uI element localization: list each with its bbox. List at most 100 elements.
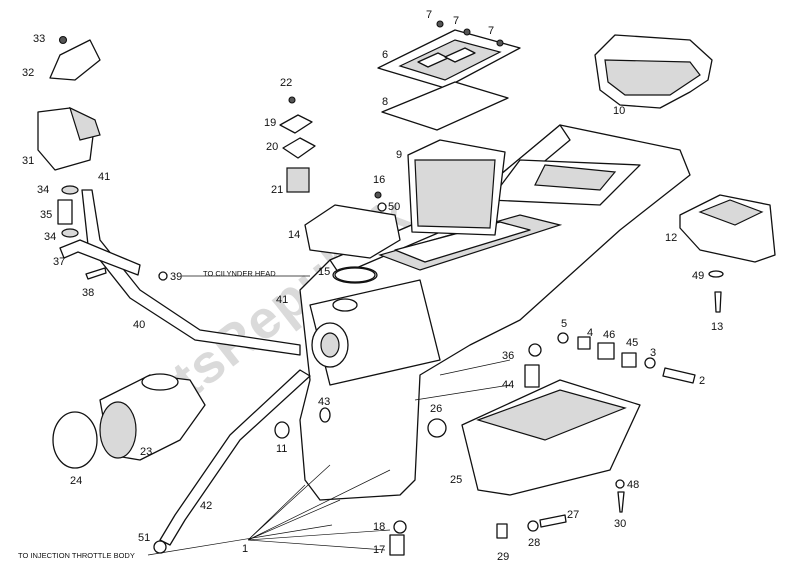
oring-11 — [274, 421, 290, 439]
label-36: 36 — [502, 350, 514, 362]
hose-42 — [159, 369, 311, 546]
label-34a: 34 — [37, 184, 49, 196]
label-7a: 7 — [426, 9, 432, 21]
note-to-injection-throttle-body: TO INJECTION THROTTLE BODY — [18, 551, 135, 560]
label-4: 4 — [587, 327, 593, 339]
clip-29 — [496, 523, 508, 539]
washer-49 — [708, 270, 724, 278]
label-44: 44 — [502, 379, 514, 391]
label-6: 6 — [382, 49, 388, 61]
label-51: 51 — [138, 532, 150, 544]
bush-4 — [577, 336, 591, 350]
label-19: 19 — [264, 117, 276, 129]
pipe-40 — [81, 189, 301, 356]
hose-clamp — [52, 411, 98, 469]
label-15: 15 — [318, 266, 330, 278]
label-18: 18 — [373, 521, 385, 533]
electronic-box — [304, 204, 401, 259]
label-17: 17 — [373, 544, 385, 556]
intake-duct — [594, 34, 713, 109]
clip-50 — [377, 202, 387, 212]
label-25: 25 — [450, 474, 462, 486]
label-14: 14 — [288, 229, 300, 241]
bolt-38 — [85, 267, 107, 280]
label-41b: 41 — [276, 294, 288, 306]
label-13: 13 — [711, 321, 723, 333]
label-48: 48 — [627, 479, 639, 491]
screw-22 — [288, 96, 296, 104]
note-to-cylinder-head: TO CILYNDER HEAD — [203, 269, 276, 278]
screw-27 — [539, 514, 567, 528]
nut-48 — [615, 479, 625, 489]
label-7b: 7 — [453, 15, 459, 27]
screw-13 — [714, 291, 722, 313]
label-42: 42 — [200, 500, 212, 512]
label-8: 8 — [382, 96, 388, 108]
label-26: 26 — [430, 403, 442, 415]
label-29: 29 — [497, 551, 509, 563]
label-11: 11 — [276, 443, 287, 455]
clamp-34a — [61, 185, 79, 195]
filter-element — [407, 139, 506, 236]
grommet-26 — [427, 418, 447, 438]
fitting-39 — [158, 271, 168, 281]
screw-7b — [463, 28, 471, 36]
screw-7c — [496, 39, 504, 47]
sensor-assembly — [37, 35, 101, 171]
ring-18 — [393, 520, 407, 534]
o-ring — [334, 267, 376, 283]
label-24: 24 — [70, 475, 82, 487]
label-1: 1 — [242, 543, 248, 555]
washer-28 — [527, 520, 539, 532]
screw-16 — [374, 191, 382, 199]
label-38: 38 — [82, 287, 94, 299]
elbow-37 — [59, 239, 141, 276]
label-30: 30 — [614, 518, 626, 530]
bracket-20 — [282, 137, 316, 159]
label-39: 39 — [170, 271, 182, 283]
washer-5 — [557, 332, 569, 344]
label-12: 12 — [665, 232, 677, 244]
label-31: 31 — [22, 155, 34, 167]
label-40: 40 — [133, 319, 145, 331]
label-21: 21 — [271, 184, 283, 196]
label-9: 9 — [396, 149, 402, 161]
label-28: 28 — [528, 537, 540, 549]
label-27: 27 — [567, 509, 579, 521]
filter-cover — [377, 29, 521, 89]
clamp-51 — [153, 540, 167, 554]
intake-sleeve — [99, 373, 206, 461]
label-33: 33 — [33, 33, 45, 45]
label-10: 10 — [613, 105, 625, 117]
label-16: 16 — [373, 174, 385, 186]
label-41a: 41 — [98, 171, 110, 183]
washer-3 — [644, 357, 656, 369]
label-32: 32 — [22, 67, 34, 79]
label-37: 37 — [53, 256, 65, 268]
label-46: 46 — [603, 329, 615, 341]
label-34b: 34 — [44, 231, 56, 243]
label-50: 50 — [388, 201, 400, 213]
label-49: 49 — [692, 270, 704, 282]
label-3: 3 — [650, 347, 656, 359]
spacer-44 — [524, 364, 540, 388]
ring-36 — [528, 343, 542, 357]
bush-45 — [621, 352, 637, 368]
block-21 — [286, 167, 310, 193]
spacer-17 — [389, 534, 405, 556]
label-2: 2 — [699, 375, 705, 387]
label-7c: 7 — [488, 25, 494, 37]
leader-lines — [147, 275, 511, 556]
label-22: 22 — [280, 77, 292, 89]
label-43: 43 — [318, 396, 330, 408]
screw-7a — [436, 20, 444, 28]
label-35: 35 — [40, 209, 52, 221]
tray — [461, 379, 641, 496]
bush-46 — [597, 342, 615, 360]
gasket — [381, 81, 509, 131]
label-5: 5 — [561, 318, 567, 330]
sleeve-35 — [57, 199, 73, 225]
part-number-labels: 1 2 3 4 5 6 7 7 7 8 9 10 11 12 13 14 15 … — [22, 9, 723, 563]
bracket-19 — [279, 114, 313, 134]
